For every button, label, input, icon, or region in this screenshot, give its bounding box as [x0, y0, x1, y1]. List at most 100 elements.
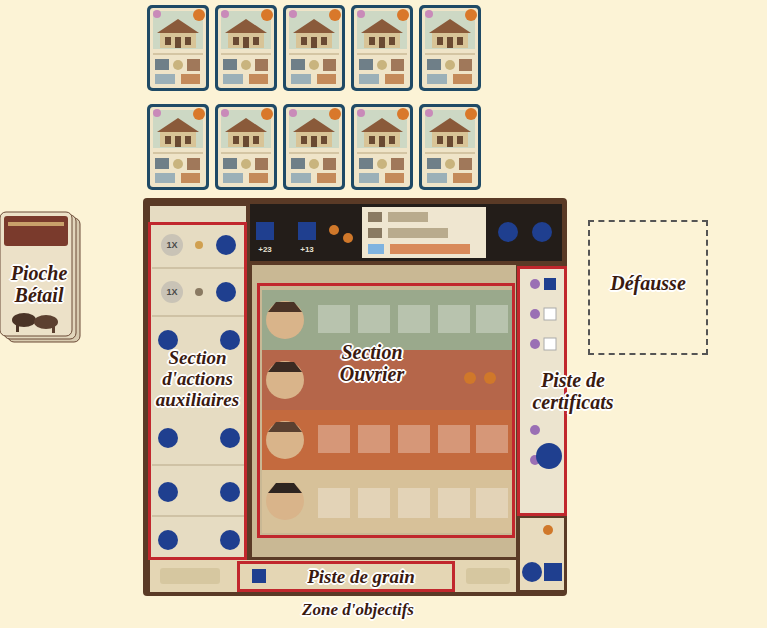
player-board-part	[195, 288, 203, 296]
player-board-part-part	[398, 488, 430, 518]
player-board-part	[266, 301, 304, 339]
player-board-part	[544, 338, 556, 350]
building-tiles-part	[215, 104, 277, 190]
zone-label: Zone d'objectifs	[283, 600, 433, 619]
building-tiles-part	[147, 5, 209, 91]
player-board-part	[256, 222, 274, 240]
player-board-part	[484, 372, 496, 384]
player-board-part	[268, 302, 302, 312]
player-board-part-part	[358, 425, 390, 453]
section-label: Piste de grain	[276, 566, 446, 587]
section-label: Section d'actions auxiliaires	[142, 347, 253, 410]
player-board-part	[160, 568, 220, 584]
player-board-part	[252, 265, 516, 557]
building-tiles-part	[351, 5, 413, 91]
player-board-part	[368, 228, 382, 238]
player-board-part	[152, 268, 244, 269]
player-board-part-part	[398, 425, 430, 453]
player-board-part	[544, 563, 562, 581]
player-board-part	[266, 361, 304, 399]
player-board-part	[388, 228, 448, 238]
board-section: Piste de grain	[237, 561, 455, 592]
player-board-part	[158, 482, 178, 502]
card-deck: Pioche Bétail	[0, 212, 78, 340]
player-board-part	[543, 525, 553, 535]
cattle-deck-part	[16, 324, 19, 332]
board-section: Section d'actions auxiliaires	[148, 222, 247, 560]
player-board-part	[362, 207, 486, 258]
player-board-part	[216, 282, 236, 302]
player-board-part	[530, 425, 540, 435]
player-board-part	[329, 225, 339, 235]
score-number: +23	[253, 245, 277, 255]
player-board-part	[152, 316, 244, 317]
cattle-deck-part	[4, 216, 68, 246]
player-board-part	[161, 281, 183, 303]
cattle-deck-part	[52, 326, 55, 333]
player-board-part	[388, 212, 428, 222]
player-board-part	[530, 339, 540, 349]
player-board-part-part	[358, 488, 390, 518]
building-tiles-part	[283, 5, 345, 91]
player-board-part	[464, 372, 476, 384]
player-board	[143, 198, 567, 596]
player-board-part	[220, 428, 240, 448]
building-tiles-part	[351, 104, 413, 190]
player-board-part	[250, 204, 562, 261]
player-board-part	[266, 421, 304, 459]
player-board-part-part	[318, 305, 350, 333]
player-board-part	[368, 244, 384, 254]
cattle-deck	[0, 212, 80, 342]
player-board-part-part	[318, 488, 350, 518]
player-board-part	[220, 530, 240, 550]
player-board-part	[150, 560, 516, 592]
player-board-part	[143, 198, 567, 596]
player-board-part-part	[438, 425, 470, 453]
player-board-part	[220, 482, 240, 502]
section-label: Section Ouvrier	[310, 341, 434, 385]
action-count: 1X	[160, 240, 184, 251]
player-board-part	[522, 562, 542, 582]
player-board-part	[216, 235, 236, 255]
player-board-part	[262, 470, 512, 533]
section-label: Pioche Bétail	[0, 262, 78, 306]
player-board-part	[318, 305, 508, 518]
player-board-part-part	[398, 305, 430, 333]
section-label: Défausse	[594, 272, 702, 294]
player-board-part	[536, 443, 562, 469]
player-board-part	[262, 410, 512, 470]
board-section: Section Ouvrier	[257, 283, 515, 538]
player-board-part-part	[358, 305, 390, 333]
player-board-part	[158, 530, 178, 550]
building-tiles-part	[215, 5, 277, 91]
cattle-deck-part	[8, 222, 64, 226]
building-tiles-part	[419, 104, 481, 190]
player-board-part	[268, 483, 302, 493]
building-tiles-part	[283, 104, 345, 190]
section-label: Piste de certificats	[517, 369, 629, 413]
player-board-part	[158, 428, 178, 448]
player-board-part	[498, 222, 518, 242]
player-board-part	[520, 518, 564, 590]
player-board-part	[544, 278, 556, 290]
building-tiles	[147, 5, 481, 190]
player-board-part-part	[318, 425, 350, 453]
building-tiles-part	[419, 5, 481, 91]
action-count: 1X	[160, 287, 184, 298]
player-board-part	[530, 309, 540, 319]
player-board-part	[390, 244, 470, 254]
player-board-part	[343, 233, 353, 243]
player-board-part	[161, 234, 183, 256]
player-board-part	[268, 422, 302, 432]
player-board-part	[544, 308, 556, 320]
player-board-part	[298, 222, 316, 240]
player-board-part-part	[476, 488, 508, 518]
building-tiles-part	[147, 104, 209, 190]
discard-area: Défausse	[588, 220, 708, 355]
player-board-part	[530, 279, 540, 289]
cattle-deck-part	[12, 313, 36, 327]
score-number: +13	[295, 245, 319, 255]
player-board-part	[268, 362, 302, 372]
